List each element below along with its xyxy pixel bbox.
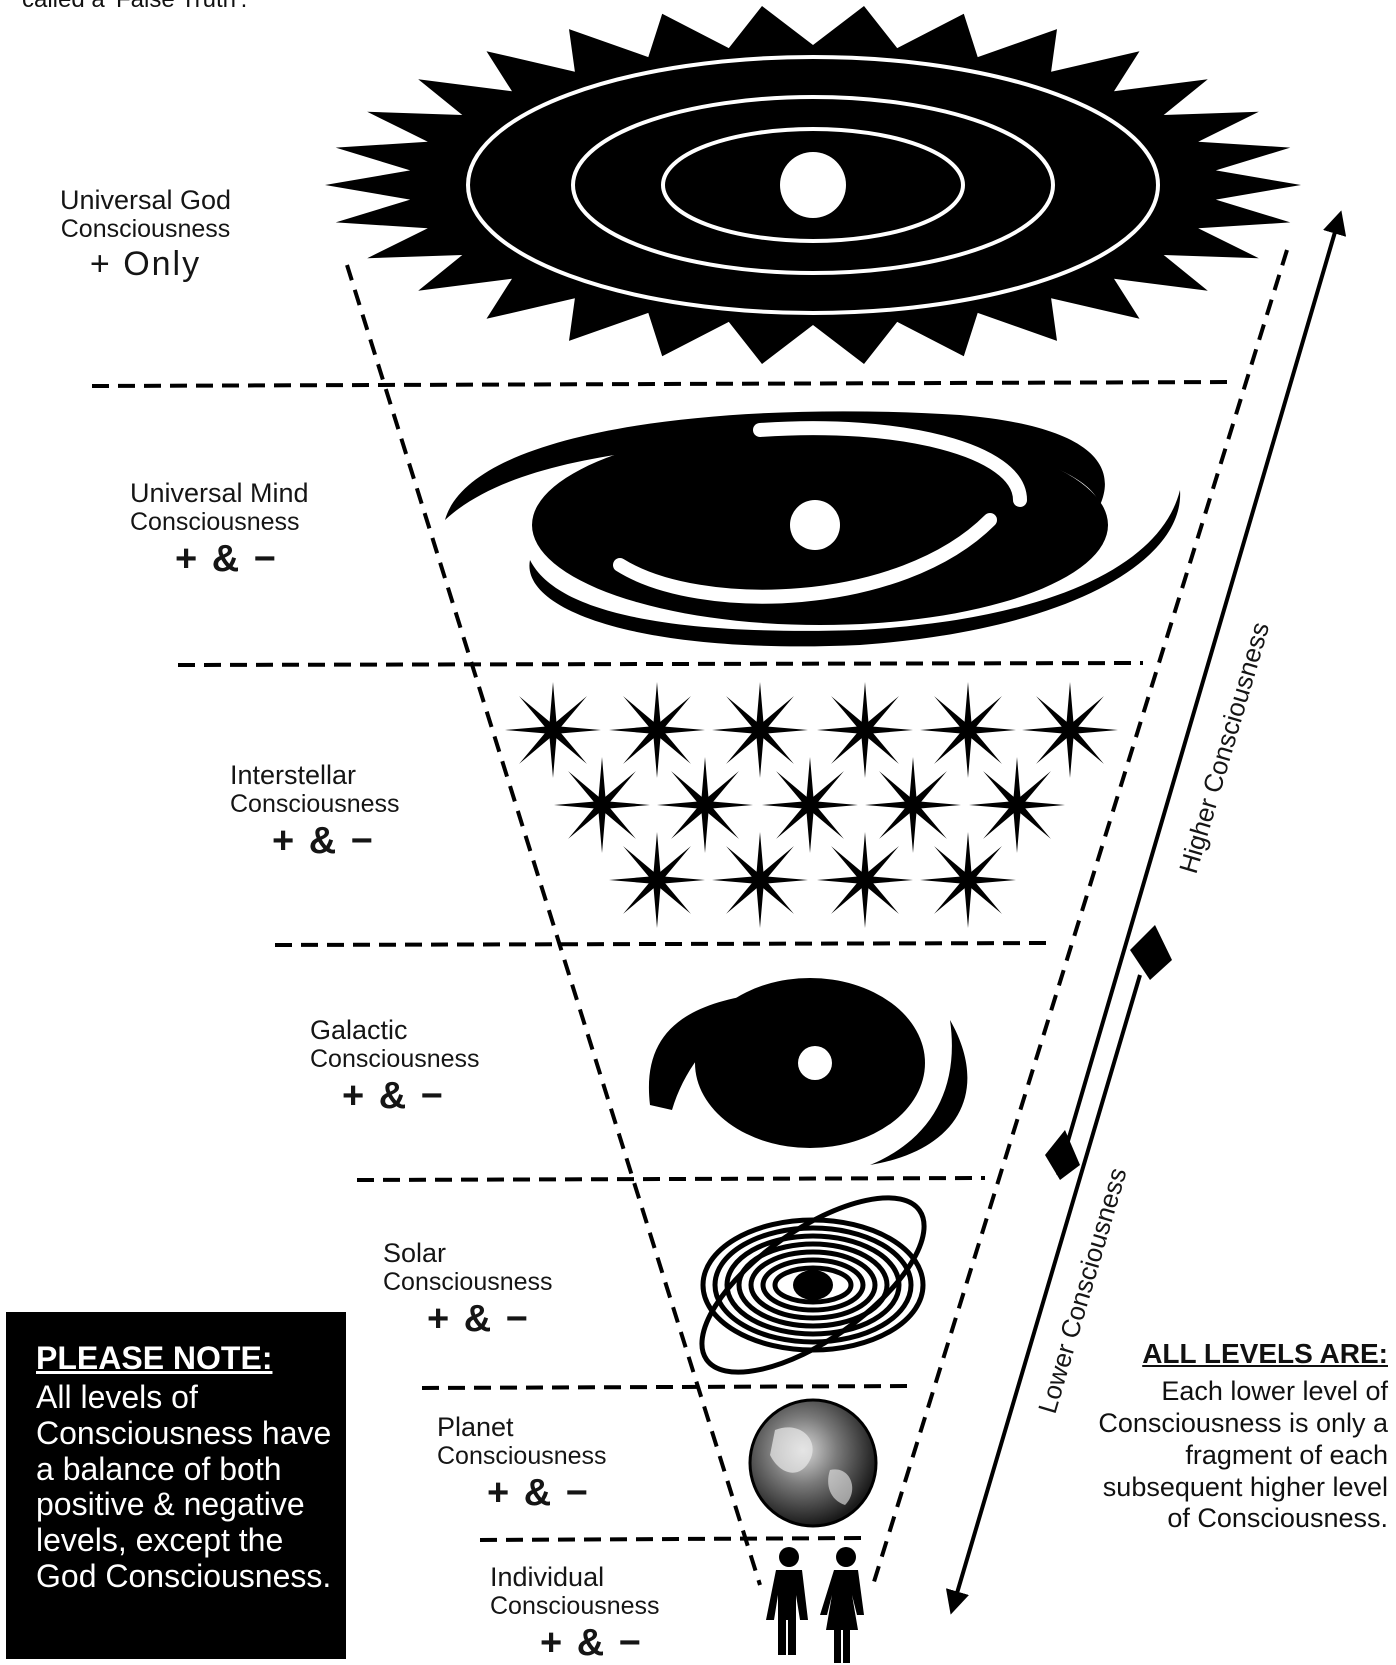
level-polarity: + & − <box>342 1075 480 1118</box>
star-icon <box>554 757 650 853</box>
level-polarity: + Only <box>38 245 253 283</box>
level-polarity: + & − <box>487 1472 607 1515</box>
star-field-icon <box>505 682 1118 928</box>
earth-icon <box>750 1400 876 1526</box>
level-title: Solar <box>383 1238 553 1268</box>
star-icon <box>609 682 705 778</box>
level-subtitle: Consciousness <box>38 215 253 243</box>
level-title: Planet <box>437 1412 607 1442</box>
level-label-interstellar: Interstellar Consciousness + & − <box>230 760 400 863</box>
separator-3 <box>275 943 1050 945</box>
level-title: Universal Mind <box>130 478 309 508</box>
level-title: Galactic <box>310 1015 480 1045</box>
level-subtitle: Consciousness <box>490 1592 660 1620</box>
separator-1 <box>92 382 1232 386</box>
star-icon <box>657 757 753 853</box>
separator-6 <box>480 1538 870 1540</box>
star-icon <box>712 682 808 778</box>
star-icon <box>712 832 808 928</box>
separator-5 <box>422 1386 912 1388</box>
star-icon <box>1022 682 1118 778</box>
level-polarity: + & − <box>272 820 400 863</box>
star-icon <box>817 682 913 778</box>
human-figures-icon <box>766 1547 864 1663</box>
sun-core <box>793 1270 833 1300</box>
level-title: Universal God <box>38 185 253 215</box>
star-icon <box>865 757 961 853</box>
star-icon <box>817 832 913 928</box>
spiral-galaxy-icon <box>445 411 1180 646</box>
solar-system-icon <box>675 1165 951 1404</box>
lower-arrow-fletching <box>1130 925 1172 980</box>
level-subtitle: Consciousness <box>310 1045 480 1073</box>
level-polarity: + & − <box>427 1298 553 1341</box>
level-title: Interstellar <box>230 760 400 790</box>
galaxy-icon <box>649 978 967 1165</box>
level-subtitle: Consciousness <box>130 508 309 536</box>
higher-arrow-fletching <box>1045 1130 1080 1180</box>
level-title: Individual <box>490 1562 660 1592</box>
level-label-galactic: Galactic Consciousness + & − <box>310 1015 480 1118</box>
please-note-body: All levels of Consciousness have a balan… <box>36 1380 336 1595</box>
level-polarity: + & − <box>175 538 309 581</box>
star-icon <box>969 757 1065 853</box>
level-label-god: Universal God Consciousness + Only <box>38 185 253 283</box>
level-label-planet: Planet Consciousness + & − <box>437 1412 607 1515</box>
please-note-heading: PLEASE NOTE: <box>36 1340 272 1377</box>
all-levels-heading: ALL LEVELS ARE: <box>1088 1338 1388 1370</box>
level-polarity: + & − <box>540 1622 660 1665</box>
all-levels-body: Each lower level of Consciousness is onl… <box>1088 1376 1388 1535</box>
level-subtitle: Consciousness <box>230 790 400 818</box>
sun-icon <box>325 6 1301 364</box>
star-icon <box>920 682 1016 778</box>
level-label-solar: Solar Consciousness + & − <box>383 1238 553 1341</box>
star-icon <box>505 682 601 778</box>
star-icon <box>762 757 858 853</box>
star-icon <box>609 832 705 928</box>
level-subtitle: Consciousness <box>383 1268 553 1296</box>
separator-2 <box>178 663 1143 665</box>
separator-4 <box>357 1178 985 1180</box>
star-icon <box>920 832 1016 928</box>
please-note-box: PLEASE NOTE: All levels of Consciousness… <box>6 1312 346 1659</box>
level-subtitle: Consciousness <box>437 1442 607 1470</box>
sun-core <box>780 152 846 218</box>
all-levels-note: ALL LEVELS ARE: Each lower level of Cons… <box>1088 1338 1388 1535</box>
level-label-individual: Individual Consciousness + & − <box>490 1562 660 1665</box>
higher-consciousness-label: Higher Consciousness <box>1173 619 1275 877</box>
higher-arrow <box>1058 215 1340 1175</box>
level-label-universal-mind: Universal Mind Consciousness + & − <box>130 478 309 581</box>
